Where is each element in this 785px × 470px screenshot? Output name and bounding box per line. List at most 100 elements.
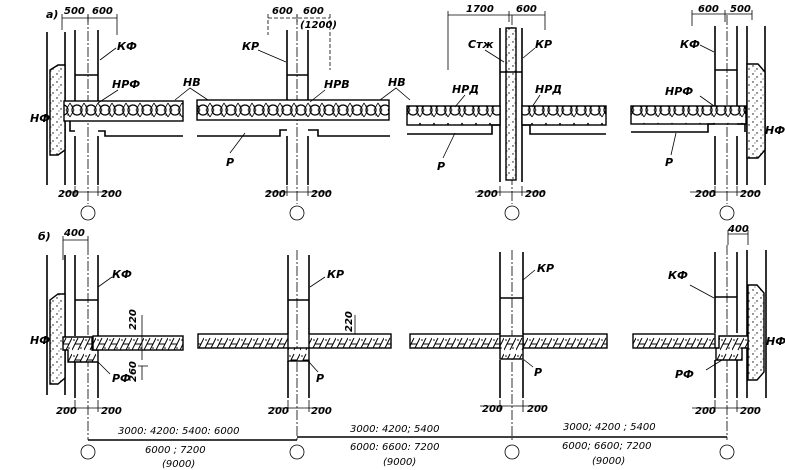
dimension-line [267, 14, 331, 70]
dimension-line [62, 400, 115, 412]
solid-slab [409, 333, 501, 349]
dimension-text: 200 [268, 406, 289, 417]
dimension-text: 200 [311, 189, 332, 200]
dimension-line [727, 230, 749, 245]
row-a-joint-4: 600 500 200 200 КФ НРФ НФ Р [630, 4, 785, 221]
span-dimensions: 3000: 4200: 5400: 6000 6000 ; 7200 (9000… [80, 422, 735, 470]
column-kr [499, 28, 523, 182]
span-1-top: 3000: 4200: 5400: 6000 [118, 426, 239, 437]
leader-line [522, 269, 536, 281]
dimension-text: 200 [695, 406, 716, 417]
axis-marker-circle [80, 205, 96, 221]
beam-r [287, 347, 310, 362]
hollow-core-slab [63, 100, 184, 122]
solid-slab [308, 333, 392, 349]
facade-panel [49, 293, 66, 385]
dimension-text: 260 [128, 361, 139, 382]
dimension-line [447, 11, 546, 70]
dimension-line [62, 186, 115, 196]
label-nrd-right: НРД [535, 83, 562, 96]
leader-line [689, 284, 715, 299]
hollow-core-slab [196, 99, 390, 121]
axis-marker-circle [80, 444, 96, 460]
facade-panel [746, 63, 766, 159]
dimension-text: 200 [525, 189, 546, 200]
dimension-line [62, 236, 89, 260]
dimension-text: 500 [64, 6, 85, 17]
label-nrf: НРФ [112, 78, 140, 91]
axis-marker-circle [719, 205, 735, 221]
dimension-text: 600 [698, 4, 719, 15]
dimension-text: 200 [101, 189, 122, 200]
label-kr: КР [327, 268, 344, 281]
leader-line [99, 47, 117, 61]
label-r: Р [226, 156, 234, 169]
dimension-text: 200 [740, 189, 761, 200]
solid-slab [632, 333, 716, 349]
row-a-joint-3: 1700 600 200 200 Стж КР НРД НРД [406, 4, 607, 221]
dimension-line [138, 315, 148, 380]
label-nrf: НРФ [665, 85, 693, 98]
hollow-core-slab [630, 105, 747, 125]
dimension-line [475, 186, 545, 196]
axis-marker-circle [719, 444, 735, 460]
dimension-line [480, 400, 545, 412]
label-rf: РФ [112, 372, 131, 385]
leader-line [522, 47, 536, 59]
row-a-label: а) [46, 8, 58, 21]
facade-beam-rf [715, 335, 749, 361]
dimension-text: 200 [58, 189, 79, 200]
leader-line [379, 87, 411, 101]
dimension-text: 600 [272, 6, 293, 17]
label-kf: КФ [668, 269, 688, 282]
column-kr [499, 252, 524, 398]
dimension-text: 220 [344, 311, 355, 332]
span-3-top: 3000; 4200 ; 5400 [563, 422, 656, 433]
span-2-bottom: 6000: 6600: 7200 [350, 442, 439, 453]
span-3-bottom: 6000; 6600; 7200 [562, 441, 651, 452]
row-b-joint-1: 400 220 260 200 200 КФ НФ РФ [30, 228, 184, 440]
solid-slab [522, 333, 608, 349]
hollow-core-slab [521, 105, 607, 126]
facade-panel [49, 64, 66, 156]
label-kf: КФ [112, 268, 132, 281]
label-kr: КР [537, 262, 554, 275]
label-nrd-left: НРД [452, 83, 479, 96]
dimension-text: 200 [477, 189, 498, 200]
column-kr [286, 30, 309, 185]
axis-marker-circle [289, 205, 305, 221]
dimension-text: 200 [482, 404, 503, 415]
row-b-joint-4: 400 200 200 КФ НФ РФ [632, 224, 785, 440]
solid-slab [92, 335, 184, 351]
leader-line [97, 361, 111, 375]
axis-marker-circle [504, 205, 520, 221]
label-r: Р [665, 156, 673, 169]
leader-line [97, 276, 113, 288]
row-b-joint-3: 200 200 КР Р [409, 250, 608, 440]
span-dimension-line [88, 436, 727, 441]
column-kf [74, 30, 99, 185]
dimension-text: 200 [695, 189, 716, 200]
dimension-text: 500 [730, 4, 751, 15]
dimension-line [265, 186, 330, 196]
beam-ledge [407, 124, 606, 135]
dimension-text: 200 [101, 406, 122, 417]
dimension-text: 200 [56, 406, 77, 417]
label-kf: КФ [680, 38, 700, 51]
label-kf: КФ [117, 40, 137, 53]
label-kr: КР [535, 38, 552, 51]
label-nrv: НРВ [324, 78, 350, 91]
axis-marker-circle [504, 444, 520, 460]
column-kf [74, 255, 99, 398]
label-nf: НФ [30, 112, 50, 125]
span-2-top: 3000: 4200; 5400 [350, 424, 439, 435]
span-2-alt: (9000) [383, 457, 416, 468]
label-kr: КР [242, 40, 259, 53]
dimension-text: 400 [727, 224, 749, 235]
span-1-bottom: 6000 ; 7200 [145, 445, 206, 456]
dimension-text: 1700 [466, 4, 494, 15]
row-a-joint-1: 500 600 200 200 КФ НРФ НФ [30, 6, 184, 221]
hollow-core-slab [406, 105, 501, 126]
label-nf: НФ [765, 124, 785, 137]
